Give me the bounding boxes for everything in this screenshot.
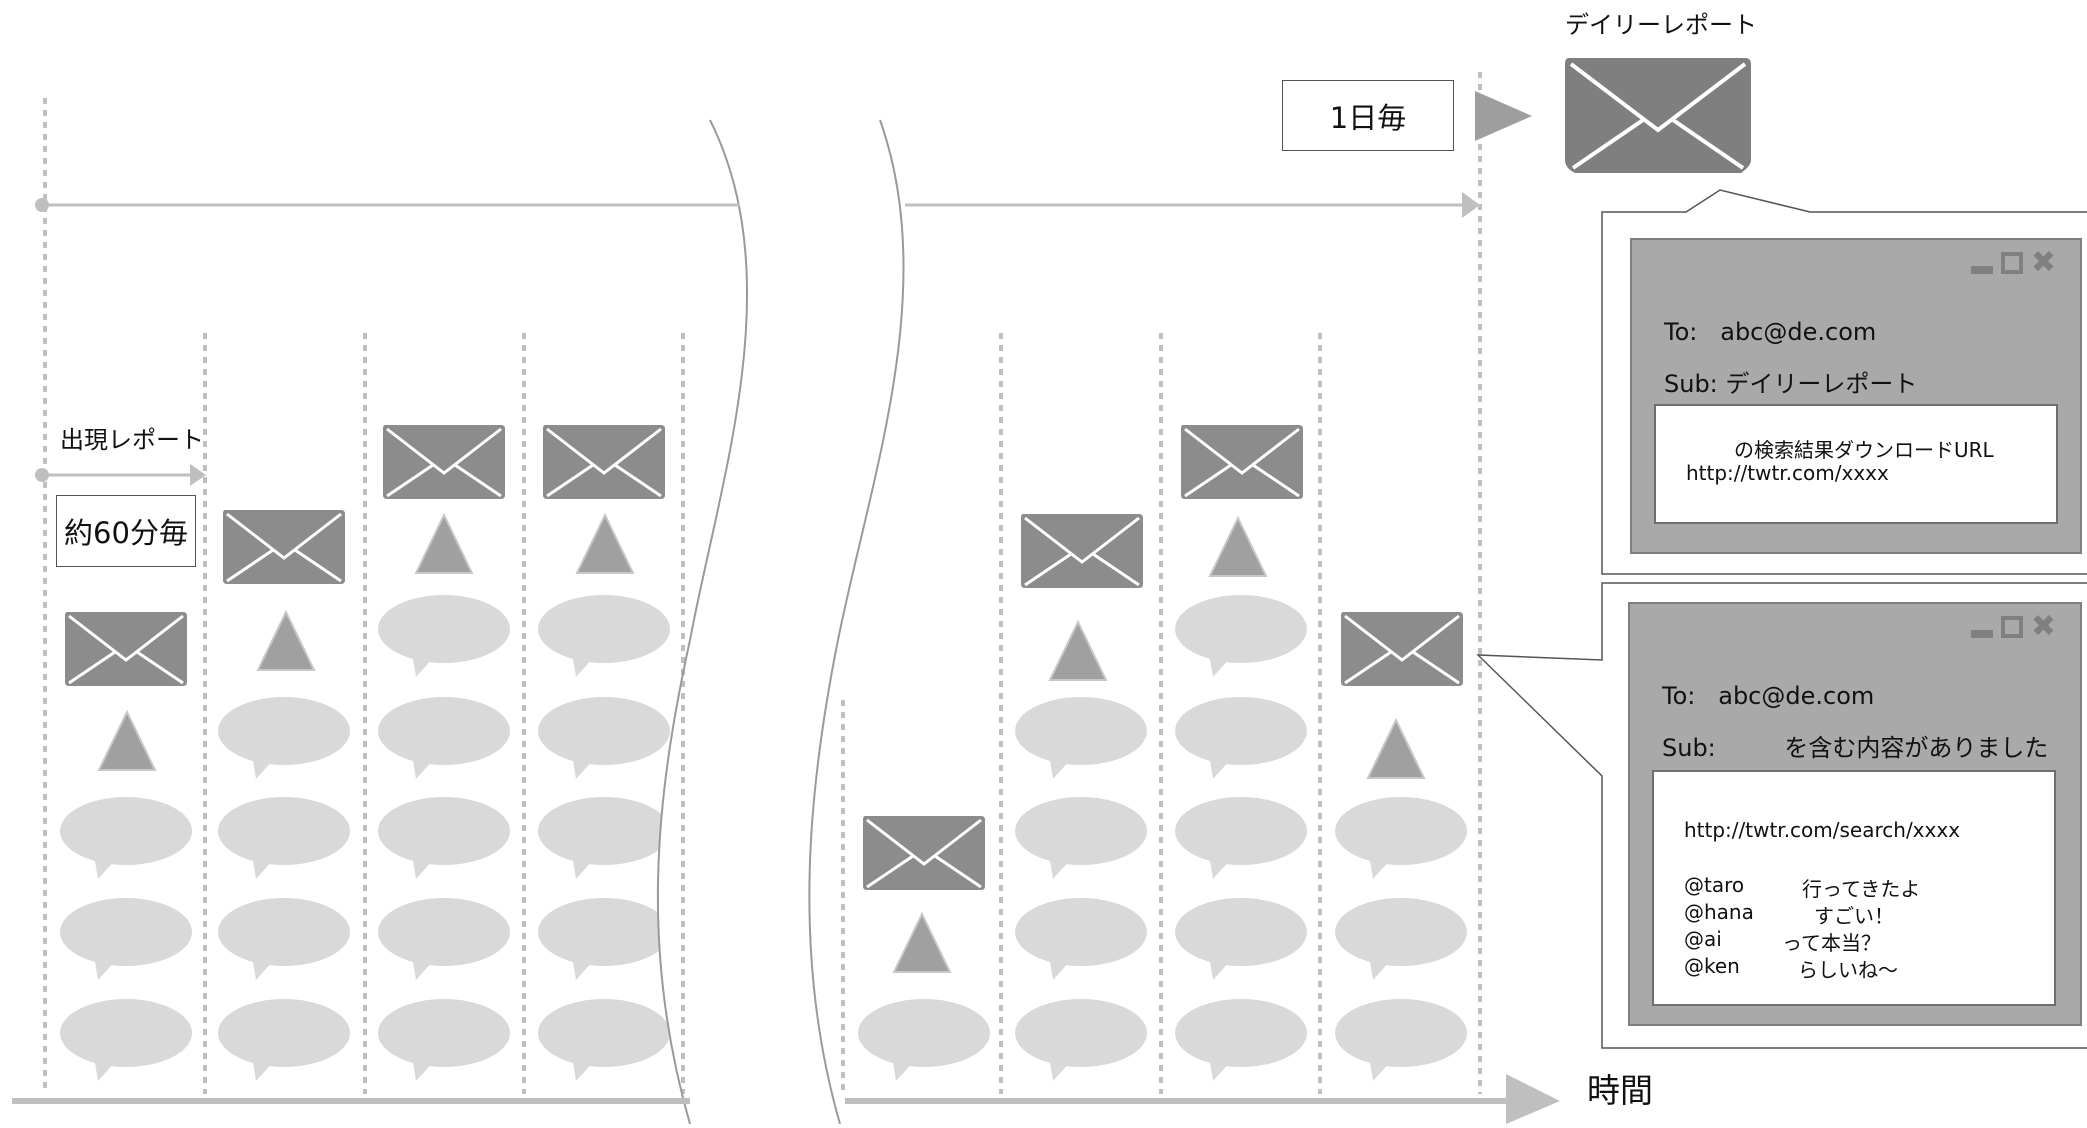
email-body-url[interactable]: http://twtr.com/search/xxxx bbox=[1684, 818, 1961, 842]
alert-email-window: ✖ To: abc@de.com Sub: を含む内容がありました http:/… bbox=[1628, 602, 2082, 1026]
daily-report-email-window: ✖ To: abc@de.com Sub: デイリーレポート の検索結果ダウンロ… bbox=[1630, 238, 2082, 554]
post-user: @taro bbox=[1684, 873, 1745, 897]
time-axis-label: 時間 bbox=[1587, 1071, 1653, 1110]
maximize-icon[interactable] bbox=[2000, 252, 2023, 274]
every-60min-label: 約60分毎 bbox=[56, 495, 196, 567]
daily-report-envelope bbox=[1565, 58, 1751, 173]
email-body: の検索結果ダウンロードURL http://twtr.com/xxxx bbox=[1654, 404, 2058, 524]
post-text: 行ってきたよ bbox=[1802, 877, 1921, 901]
daily-interval-arrow bbox=[35, 192, 1480, 218]
daily-callout-outline bbox=[1601, 189, 2087, 575]
post-user: @ai bbox=[1684, 927, 1722, 951]
wave-line-right bbox=[808, 119, 905, 1125]
email-to: To: abc@de.com bbox=[1664, 318, 1877, 346]
email-to: To: abc@de.com bbox=[1662, 682, 1875, 710]
minimize-icon[interactable] bbox=[1970, 630, 1993, 638]
column-dividers bbox=[43, 72, 1482, 1094]
wave-line-left bbox=[656, 119, 749, 1125]
close-icon[interactable]: ✖ bbox=[2030, 609, 2056, 644]
post-user: @ken bbox=[1684, 954, 1740, 978]
hourly-interval-arrow bbox=[35, 464, 206, 486]
email-body: http://twtr.com/search/xxxx @taro 行ってきたよ… bbox=[1652, 770, 2056, 1006]
daily-output-arrowhead bbox=[1475, 91, 1532, 141]
post-user: @hana bbox=[1684, 900, 1754, 924]
window-controls: ✖ bbox=[1970, 245, 2056, 280]
maximize-icon[interactable] bbox=[2000, 616, 2023, 638]
email-body-line1: の検索結果ダウンロードURL bbox=[1734, 438, 1994, 462]
time-axis bbox=[12, 1074, 1560, 1124]
alert-callout-outline bbox=[1476, 582, 2087, 1049]
email-subject: Sub: を含む内容がありました bbox=[1662, 734, 2049, 762]
window-controls: ✖ bbox=[1970, 609, 2056, 644]
email-subject: Sub: デイリーレポート bbox=[1664, 370, 1918, 398]
time-skip-gap bbox=[657, 120, 904, 1124]
close-icon[interactable]: ✖ bbox=[2030, 245, 2056, 280]
post-text: らしいね～ bbox=[1798, 958, 1898, 982]
every-day-label: 1日毎 bbox=[1282, 80, 1454, 151]
minimize-icon[interactable] bbox=[1970, 266, 1993, 274]
daily-report-label: デイリーレポート bbox=[1565, 11, 1757, 39]
post-text: すごい！ bbox=[1814, 904, 1894, 928]
email-body-url[interactable]: http://twtr.com/xxxx bbox=[1686, 461, 1889, 485]
appearance-report-label: 出現レポート bbox=[60, 426, 204, 454]
post-text: って本当？ bbox=[1782, 931, 1881, 955]
